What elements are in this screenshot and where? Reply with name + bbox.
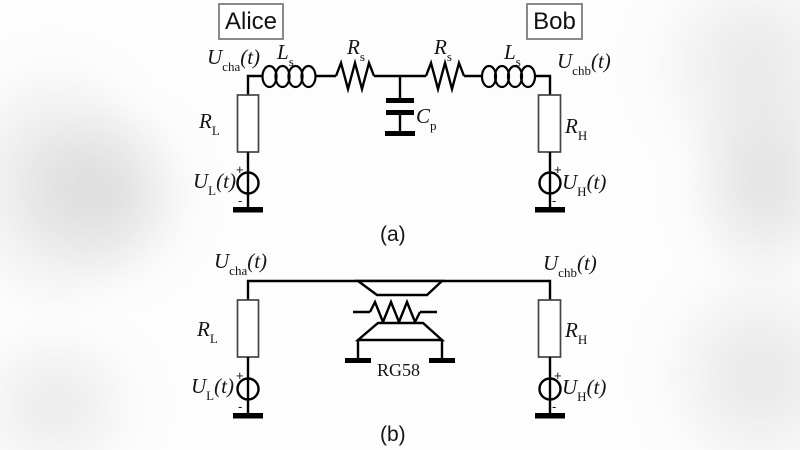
cable-shield-bottom [354,321,446,342]
alice-box: Alice [218,3,284,40]
inductor-right [480,64,537,89]
label-u-cha-b: Ucha(t) [214,249,268,279]
label-u-chb-b: Uchb(t) [543,251,597,281]
wire [534,74,552,97]
label-u-cha-a: Ucha(t) [207,45,261,75]
label-ul-a: UL(t) [193,169,236,199]
plus-sign: + [236,368,244,383]
ground-bar [385,131,415,136]
cable-core-resistor [368,298,422,326]
resistor-rs-right [424,58,466,94]
ground-bar [345,358,371,363]
panel-a-circuit [233,58,565,213]
ground-bar [535,207,565,213]
panel-a-tag: (a) [380,223,406,246]
label-rh-a: RH [565,114,588,144]
panel-b-circuit [233,279,565,419]
label-ls-left: Ls [277,40,294,70]
plus-sign: + [554,162,562,177]
label-ul-b: UL(t) [191,374,234,404]
ground-bar [535,413,565,419]
minus-sign: - [238,193,243,208]
resistor-rh-box [537,94,562,153]
plus-sign: + [554,368,562,383]
voltage-source-uh [538,377,562,401]
label-rl-b: RL [197,317,218,347]
label-ls-right: Ls [504,40,521,70]
ground-bar [233,413,263,419]
minus-sign: - [552,399,557,414]
label-rs-left: Rs [347,35,365,65]
cable-shield-top [354,279,446,297]
label-rh-b: RH [565,318,588,348]
bob-label: Bob [533,7,576,35]
label-cp: Cp [416,104,437,134]
resistor-rh-box [537,299,562,358]
panel-b-tag: (b) [380,423,406,446]
wire [246,74,263,97]
alice-label: Alice [224,7,278,35]
inductor-left [261,64,317,89]
voltage-source-ul [236,377,260,401]
resistor-rl-box [236,299,260,358]
plus-sign: + [236,162,244,177]
cable-type-label: RG58 [377,360,421,380]
minus-sign: - [238,399,243,414]
ground-bar [233,207,263,213]
resistor-rs-left [334,58,376,94]
bob-box: Bob [526,3,583,40]
minus-sign: - [552,193,557,208]
capacitor-cp [385,76,415,136]
label-uh-b: UH(t) [562,375,607,405]
label-rl-a: RL [199,109,220,139]
coax-cable-symbol [345,279,455,363]
resistor-rl-box [236,94,260,153]
label-uh-a: UH(t) [562,170,607,200]
ground-bar [429,358,455,363]
label-u-chb-a: Uchb(t) [557,49,611,79]
voltage-source-ul [236,171,260,195]
label-rs-right: Rs [434,35,452,65]
voltage-source-uh [538,171,562,195]
